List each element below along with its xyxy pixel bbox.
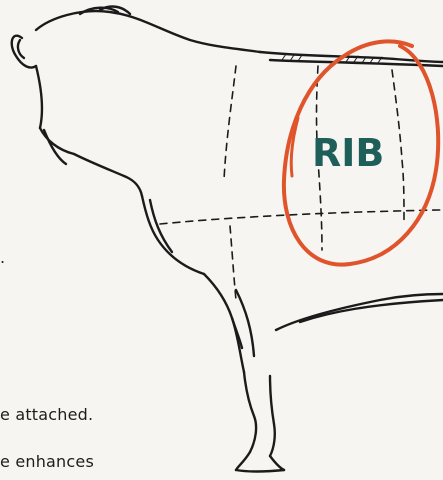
rib-label: RIB — [312, 131, 384, 175]
text-fragment-enhances: e enhances — [0, 452, 94, 471]
text-fragment-attached: e attached. — [0, 405, 93, 424]
text-fragment-period: . — [0, 248, 5, 267]
cut-lines — [160, 66, 443, 300]
cow-outline — [12, 7, 443, 472]
